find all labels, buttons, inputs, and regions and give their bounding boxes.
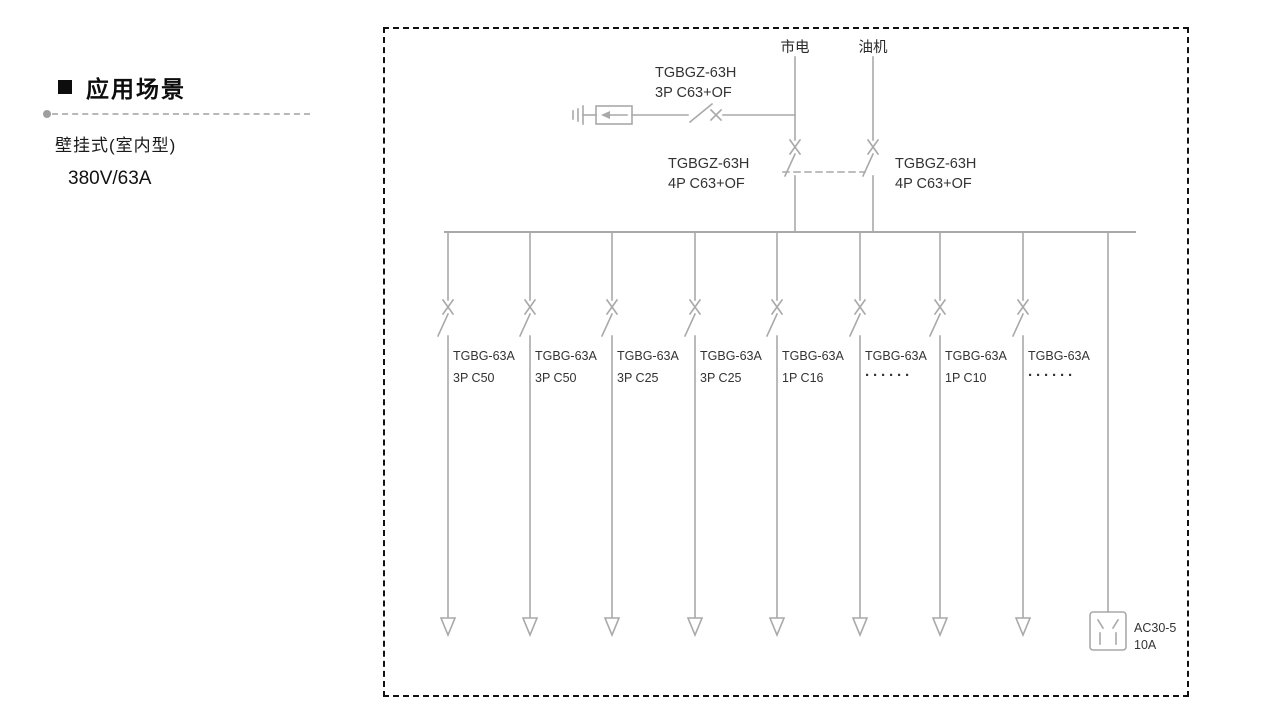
rating-label: 380V/63A [68, 168, 152, 189]
dashed-rule [43, 110, 310, 118]
section-bullet [58, 80, 72, 94]
page-title: 应用场景 [86, 76, 186, 102]
mount-type-label: 壁挂式(室内型) [55, 136, 177, 155]
rule-dot [43, 110, 51, 118]
section-title-row: 应用场景 [58, 70, 186, 104]
diagram-border-box [383, 27, 1189, 697]
